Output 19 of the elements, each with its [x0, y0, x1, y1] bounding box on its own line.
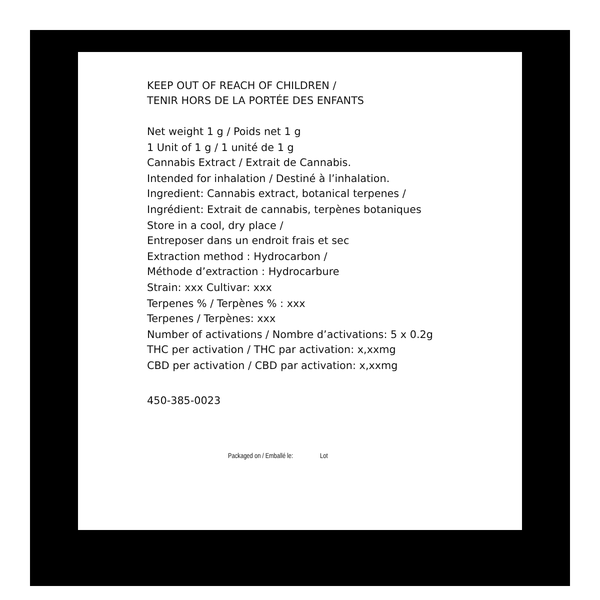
label-text: Méthode d’extraction : Hydrocarbure — [147, 266, 340, 280]
warning-text: KEEP OUT OF REACH OF CHILDREN / — [147, 80, 336, 93]
label-text: 1 Unit of 1 g / 1 unité de 1 g — [147, 142, 294, 155]
label-text: Strain: xxx Cultivar: xxx — [147, 282, 272, 295]
label-text: THC per activation / THC par activation: x,xxmg — [147, 344, 396, 358]
label-text: Terpenes / Terpènes: xxx — [147, 313, 276, 326]
label-text: Entreposer dans un endroit frais et sec — [147, 235, 350, 248]
label-text: Ingrédient: Extrait de cannabis, terpènes botaniques — [147, 204, 422, 217]
label-text: Intended for inhalation / Destiné à l’inhalation. — [147, 172, 390, 186]
label-text: Store in a cool, dry place / — [147, 220, 284, 233]
label-text: Extraction method : Hydrocarbon / — [147, 250, 328, 264]
label-text: CBD per activation / CBD par activation: x,xxmg — [147, 360, 398, 373]
warning-text: TENIR HORS DE LA PORTÉE DES ENFANTS — [147, 95, 364, 108]
label-text: Cannabis Extract / Extrait de Cannabis. — [147, 157, 352, 170]
label-text: Ingredient: Cannabis extract, botanical terpenes / — [147, 188, 406, 202]
label-text: Terpenes % / Terpènes % : xxx — [147, 298, 306, 311]
label-text: Number of activations / Nombre d’activations: 5 x 0.2g — [147, 328, 433, 342]
label-text: Net weight 1 g / Poids net 1 g — [147, 126, 301, 139]
phone-number: 450-385-0023 — [147, 395, 221, 408]
